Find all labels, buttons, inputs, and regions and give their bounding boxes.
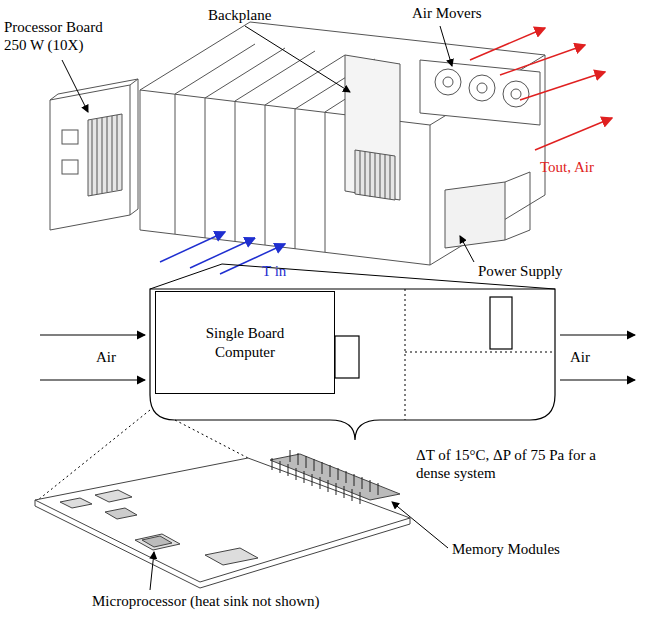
part-label: Microprocessor (heat sink not shown) (92, 592, 319, 610)
part-label: Memory Modules (452, 540, 560, 558)
part-label: Air (570, 348, 590, 366)
part-label: Air (96, 348, 116, 366)
part-label: Power Supply (478, 262, 563, 280)
part-label: Tout, Air (540, 158, 594, 176)
part-label: Backplane (208, 6, 271, 24)
part-label: Processor Board 250 W (10X) (4, 18, 126, 54)
part-label: Air Movers (412, 4, 482, 22)
part-label: T in (262, 262, 286, 280)
part-label: ΔT of 15°C, ΔP of 75 Pa for a dense syst… (416, 446, 631, 482)
board-box: Single Board Computer (155, 291, 335, 394)
box-label: Single Board Computer (200, 324, 290, 362)
